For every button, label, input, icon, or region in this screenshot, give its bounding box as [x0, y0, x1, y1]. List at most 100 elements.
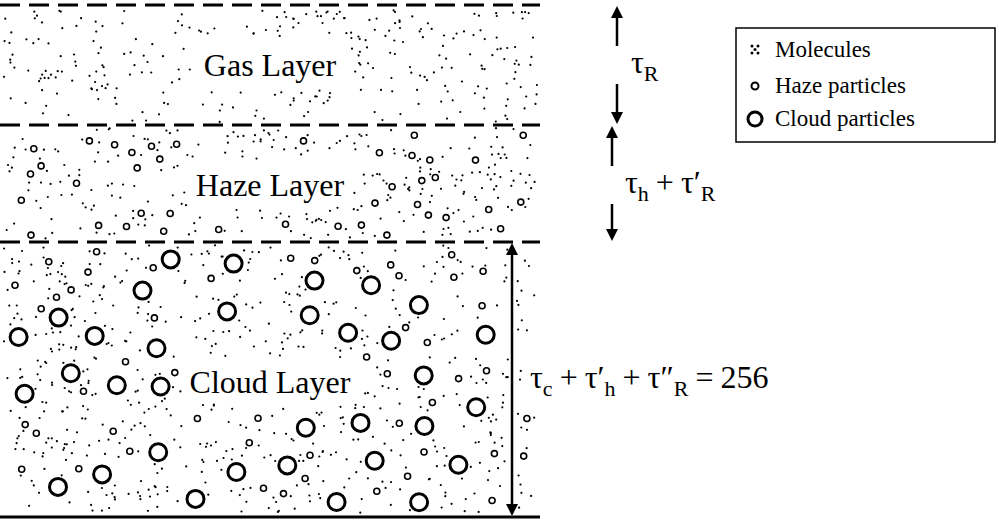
haze-particle	[127, 448, 133, 454]
molecule-dot	[22, 430, 24, 432]
molecule-dot	[241, 150, 243, 152]
molecule-dot	[219, 109, 221, 111]
molecule-dot	[307, 150, 309, 152]
molecule-dot	[496, 37, 498, 39]
haze-particle	[473, 157, 479, 163]
molecule-dot	[488, 417, 490, 419]
molecule-dot	[239, 336, 241, 338]
molecule-dot	[128, 493, 130, 495]
molecule-dot	[328, 313, 330, 315]
molecule-dot	[524, 11, 526, 13]
molecule-dot	[210, 409, 212, 411]
molecule-dot	[116, 87, 118, 89]
molecule-dot	[399, 113, 401, 115]
legend-text: Molecules	[775, 37, 871, 63]
haze-particle	[384, 371, 390, 377]
molecule-dot	[100, 47, 102, 49]
molecule-dot	[47, 42, 49, 44]
molecule-dot	[260, 138, 262, 140]
molecule-dot	[107, 342, 109, 344]
molecule-dot	[490, 146, 492, 148]
molecule-dot	[39, 379, 41, 381]
molecule-dot	[68, 390, 70, 392]
molecule-dot	[121, 22, 123, 24]
molecule-dot	[519, 173, 521, 175]
molecule-dot	[504, 153, 506, 155]
molecule-dot	[434, 445, 436, 447]
molecule-dot	[274, 278, 276, 280]
haze-particle	[76, 466, 82, 472]
molecule-dot	[410, 433, 412, 435]
molecule-dot	[16, 442, 18, 444]
molecule-dot	[320, 412, 322, 414]
haze-particle	[518, 199, 524, 205]
molecule-dot	[147, 313, 149, 315]
molecule-dot	[402, 41, 404, 43]
molecule-dot	[484, 38, 486, 40]
molecule-dot	[507, 98, 509, 100]
molecule-dot	[434, 273, 436, 275]
molecule-dot	[510, 185, 512, 187]
molecule-dot	[457, 209, 459, 211]
molecule-dot	[177, 270, 179, 272]
molecule-dot	[9, 59, 11, 61]
molecule-dot	[185, 465, 187, 467]
cloud-particle	[279, 457, 296, 474]
molecule-dot	[452, 99, 454, 101]
molecule-dot	[452, 37, 454, 39]
haze-particle	[18, 197, 24, 203]
molecule-dot	[307, 111, 309, 113]
molecule-dot	[196, 296, 198, 298]
cloud-particle	[16, 385, 33, 402]
molecule-dot	[487, 479, 489, 481]
molecule-dot	[400, 454, 402, 456]
molecule-dot	[258, 444, 260, 446]
molecule-dot	[436, 465, 438, 467]
molecule-dot	[259, 302, 261, 304]
molecule-dot	[176, 165, 178, 167]
haze-particle	[31, 146, 37, 152]
molecule-dot	[451, 175, 453, 177]
molecule-dot	[95, 21, 97, 23]
molecule-dot	[300, 92, 302, 94]
molecule-dot	[505, 376, 507, 378]
molecule-dot	[460, 261, 462, 263]
haze-particle	[94, 249, 100, 255]
molecule-dot	[231, 458, 233, 460]
molecule-dot	[471, 266, 473, 268]
molecule-dot	[324, 301, 326, 303]
molecule-dot	[101, 64, 103, 66]
molecule-dot	[362, 76, 364, 78]
molecule-dot	[518, 507, 520, 509]
molecule-dot	[293, 100, 295, 102]
molecule-dot	[386, 199, 388, 201]
molecule-dot	[253, 32, 255, 34]
molecule-dot	[162, 92, 164, 94]
molecule-dot	[359, 51, 361, 53]
molecule-dot	[22, 138, 24, 140]
molecule-dot	[495, 120, 497, 122]
symbol: 256	[721, 359, 769, 395]
molecule-dot	[214, 244, 216, 246]
molecule-dot	[533, 417, 535, 419]
molecule-dot	[63, 164, 65, 166]
molecule-dot	[427, 22, 429, 24]
molecule-dot	[279, 35, 281, 37]
molecule-dot	[344, 17, 346, 19]
molecule-dot	[161, 400, 163, 402]
molecule-dot	[300, 153, 302, 155]
molecule-dot	[166, 408, 168, 410]
molecule-dot	[111, 183, 113, 185]
molecule-dot	[239, 494, 241, 496]
molecule-dot	[350, 37, 352, 39]
haze-particle	[38, 163, 44, 169]
molecule-dot	[431, 281, 433, 283]
molecule-dot	[440, 484, 442, 486]
molecule-dot	[251, 307, 253, 309]
haze-particle	[157, 156, 163, 162]
molecule-dot	[51, 384, 53, 386]
molecule-dot	[71, 452, 73, 454]
molecule-dot	[178, 68, 180, 70]
molecule-dot	[353, 208, 355, 210]
molecule-dot	[444, 85, 446, 87]
